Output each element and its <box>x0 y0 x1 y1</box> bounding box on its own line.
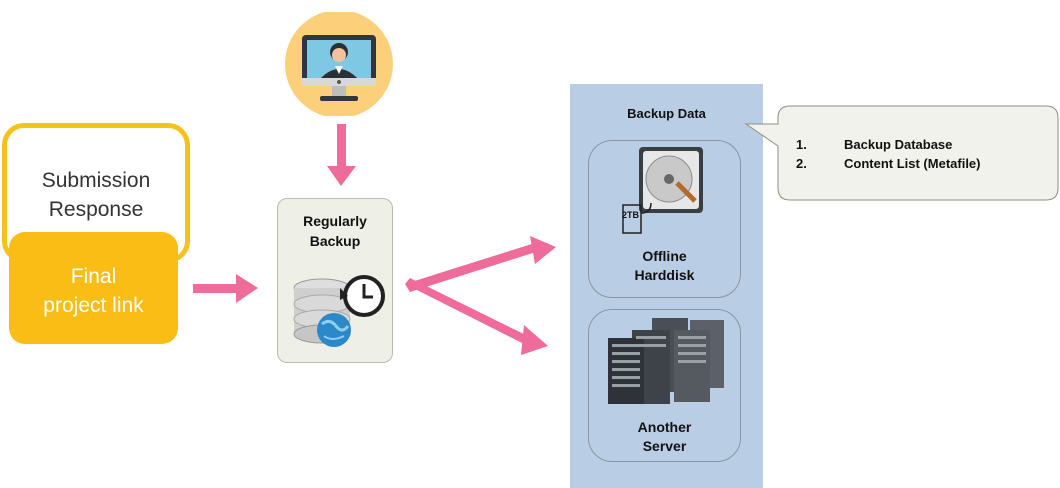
final-line2: project link <box>43 294 144 317</box>
hard-disk-icon <box>611 143 707 246</box>
callout-list: 1. Backup Database 2. Content List (Meta… <box>796 135 981 173</box>
callout-item-number: 1. <box>796 137 807 152</box>
disk-capacity-label: 2TB <box>622 210 640 220</box>
arrow-down-shaft <box>337 124 346 168</box>
submission-line1: Submission <box>41 169 151 192</box>
regularly-backup-label: Regularly Backup <box>277 211 393 251</box>
callout-item: 1. Backup Database <box>796 135 981 154</box>
submission-line2: Response <box>48 198 144 221</box>
another-server-label: Another Server <box>588 418 741 456</box>
server-line1: Another <box>637 419 692 435</box>
callout-item-number: 2. <box>796 156 807 171</box>
arrow-right-shaft <box>193 284 240 293</box>
final-project-link-card <box>9 232 178 344</box>
server-line2: Server <box>642 438 687 454</box>
offline-line1: Offline <box>642 248 687 264</box>
arrow-fork-up-head <box>530 236 556 264</box>
callout-item: 2. Content List (Metafile) <box>796 154 981 173</box>
backup-line2: Backup <box>309 233 361 249</box>
offline-line2: Harddisk <box>634 267 695 283</box>
final-line1: Final <box>70 265 117 288</box>
arrow-fork-down <box>405 278 538 349</box>
arrow-down-head <box>327 166 356 186</box>
database-backup-icon <box>288 272 388 362</box>
backup-line1: Regularly <box>303 213 367 229</box>
user-monitor-icon <box>284 10 394 121</box>
backup-data-title: Backup Data <box>627 106 706 121</box>
callout-item-text: Backup Database <box>844 137 953 152</box>
offline-harddisk-label: Offline Harddisk <box>588 247 741 285</box>
submission-response-label: Submission Response <box>2 166 190 224</box>
arrow-fork-up <box>405 242 542 292</box>
final-project-link-label: Final project link <box>9 262 178 320</box>
callout-bubble <box>744 105 1059 201</box>
callout-item-text: Content List (Metafile) <box>844 156 981 171</box>
server-rack-icon <box>604 314 728 411</box>
arrow-fork-down-head <box>521 325 548 355</box>
arrow-right-head <box>236 274 258 303</box>
